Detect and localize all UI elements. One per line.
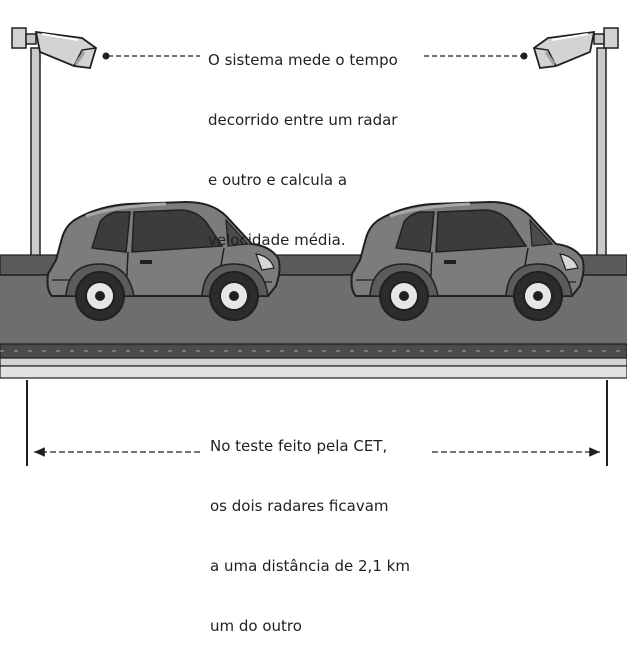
caption-line: velocidade média. bbox=[208, 231, 346, 249]
caption-line: a uma distância de 2,1 km bbox=[210, 557, 410, 575]
caption-line: decorrido entre um radar bbox=[208, 111, 398, 129]
radar-diagram bbox=[0, 26, 627, 466]
camera-pointer-lines bbox=[102, 52, 528, 60]
caption-line: um do outro bbox=[210, 617, 302, 635]
caption-line: e outro e calcula a bbox=[208, 171, 348, 189]
left-radar-camera-icon bbox=[10, 26, 98, 70]
distance-markers bbox=[26, 380, 608, 466]
caption-speed-measurement: O sistema mede o tempo decorrido entre u… bbox=[208, 10, 398, 270]
caption-line: O sistema mede o tempo bbox=[208, 51, 398, 69]
left-radar-pole bbox=[28, 47, 43, 267]
caption-line: os dois radares ficavam bbox=[210, 497, 389, 515]
right-radar-pole bbox=[594, 47, 609, 267]
caption-line: No teste feito pela CET, bbox=[210, 437, 388, 455]
caption-radar-distance: No teste feito pela CET, os dois radares… bbox=[210, 396, 410, 656]
